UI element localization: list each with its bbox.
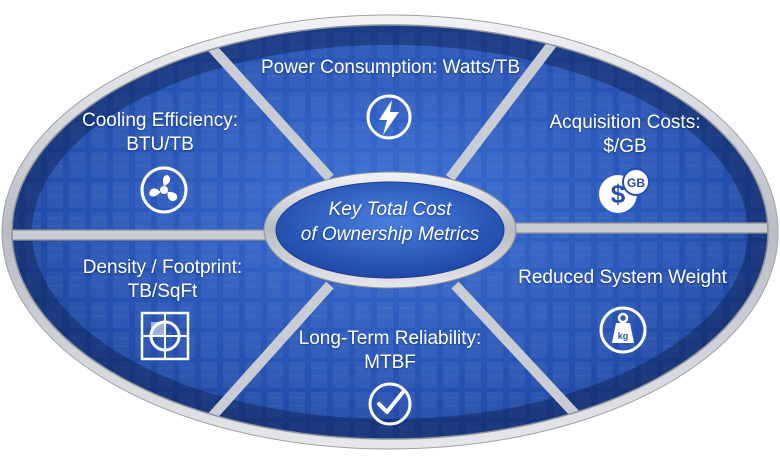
segment-power-text: Power Consumption: Watts/TB xyxy=(260,57,521,78)
segment-cooling-label: Cooling Efficiency: BTU/TB xyxy=(55,109,265,157)
segment-acquisition-line2: $/GB xyxy=(603,136,647,157)
segment-density-label: Density / Footprint: TB/SqFt xyxy=(55,256,270,304)
segment-power-label: Power Consumption: Watts/TB xyxy=(218,56,563,80)
svg-text:GB: GB xyxy=(627,176,645,190)
svg-text:kg: kg xyxy=(618,331,629,341)
center-title: Key Total Cost of Ownership Metrics xyxy=(275,197,505,247)
segment-cooling-line1: Cooling Efficiency: xyxy=(82,110,238,131)
svg-text:$: $ xyxy=(611,179,626,209)
kg-weight-icon: kg xyxy=(598,305,648,360)
segment-reliability-line2: MTBF xyxy=(364,352,416,373)
footprint-grid-icon xyxy=(138,309,192,368)
fan-icon xyxy=(138,164,190,221)
segment-reliability-label: Long-Term Reliability: MTBF xyxy=(270,327,510,375)
segment-weight-text: Reduced System Weight xyxy=(518,267,727,288)
segment-density-line2: TB/SqFt xyxy=(127,281,198,302)
lightning-bolt-icon xyxy=(364,92,414,147)
segment-reliability-line1: Long-Term Reliability: xyxy=(298,328,482,349)
center-title-line2: of Ownership Metrics xyxy=(300,224,480,245)
segment-acquisition-label: Acquisition Costs: $/GB xyxy=(520,111,730,159)
segment-weight-label: Reduced System Weight xyxy=(495,266,750,290)
dollar-gb-icon: $ GB xyxy=(596,166,652,223)
segment-acquisition-line1: Acquisition Costs: xyxy=(549,112,701,133)
center-title-line1: Key Total Cost xyxy=(328,199,452,220)
segment-dividers xyxy=(12,36,768,434)
segment-density-line1: Density / Footprint: xyxy=(82,257,243,278)
segment-cooling-line2: BTU/TB xyxy=(126,134,194,155)
checkmark-badge-icon xyxy=(366,380,414,433)
center-ellipse xyxy=(275,181,505,279)
